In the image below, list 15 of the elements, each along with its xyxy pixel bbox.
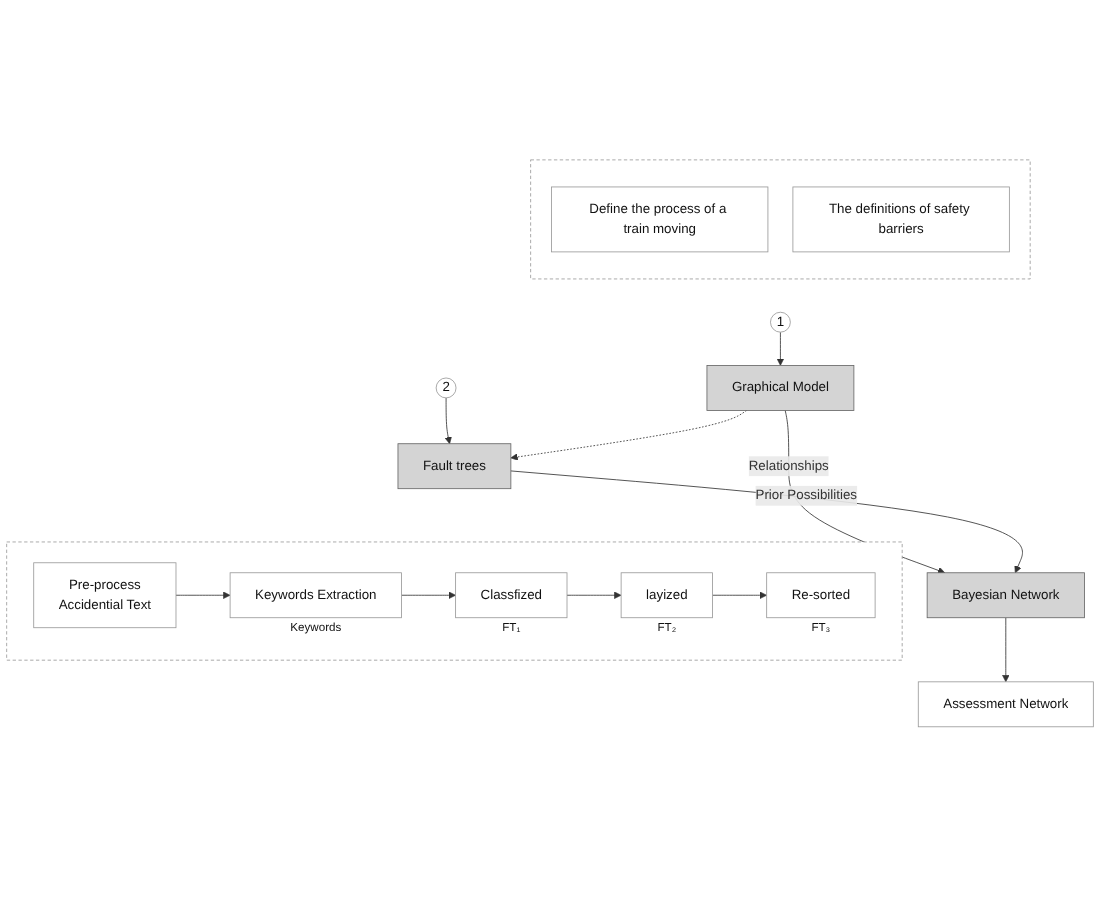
node-box (551, 186, 769, 253)
node-box (926, 572, 1085, 619)
node-box (397, 443, 512, 490)
node-circle (435, 377, 457, 399)
node-box (706, 365, 855, 411)
node-box (917, 681, 1094, 728)
node-circle (770, 311, 791, 333)
cluster (6, 541, 903, 661)
node-box (229, 572, 402, 619)
node-box (620, 572, 713, 619)
node-box (455, 572, 568, 619)
node-box (792, 186, 1010, 253)
node-box (766, 572, 876, 619)
node-box (33, 562, 177, 629)
cluster (530, 159, 1031, 280)
